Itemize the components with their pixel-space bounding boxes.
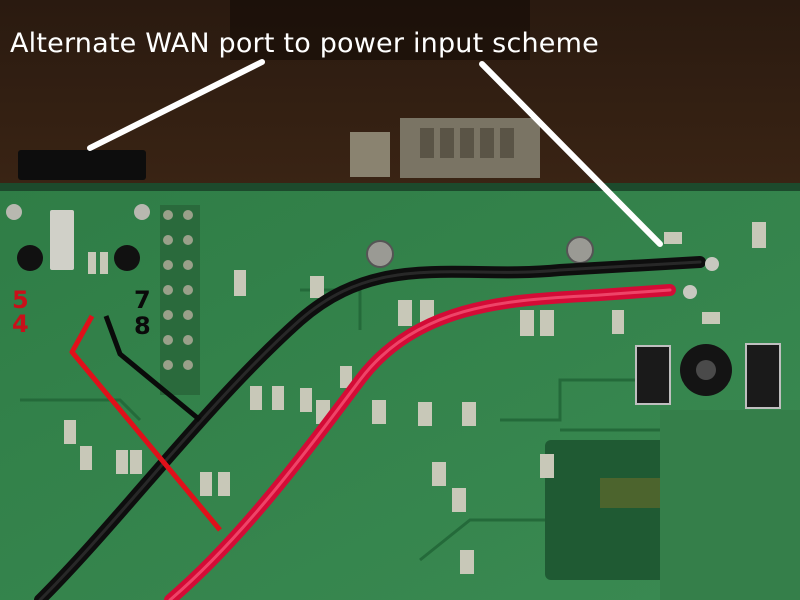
solder-joint-black [705,257,719,271]
screw-right [566,236,594,264]
pin-label-8: 8 [134,312,151,340]
connector-db9-pins [420,128,514,158]
chip-area [545,440,685,580]
pointer-line-right [479,61,663,247]
screw-left [366,240,394,268]
caption-title: Alternate WAN port to power input scheme [10,28,599,59]
screw-corner-left [6,204,22,220]
red-wire-highlight [168,288,672,600]
red-scheme-line [69,314,222,532]
pin-label-7: 7 [134,286,151,314]
black-scheme-line [103,315,202,422]
pin-label-5: 5 [12,286,29,314]
connector-small [350,132,390,177]
inductor-l7 [635,345,671,405]
smd-components [64,222,766,574]
shadow [230,0,530,60]
transistor-q3 [17,245,43,271]
transistor [114,245,140,271]
power-jack-center [696,360,716,380]
pin-label-4: 4 [12,310,29,338]
black-wire-highlight [38,260,702,600]
pointer-line-left [87,59,265,151]
pcb-region [660,410,800,600]
wan-port [18,150,146,180]
inductor-l8 [745,343,781,409]
pcb-edge [0,183,800,191]
screw-corner-right [134,204,150,220]
solder-joint-red [683,285,697,299]
pin-header [160,205,200,395]
regulator [50,210,74,270]
